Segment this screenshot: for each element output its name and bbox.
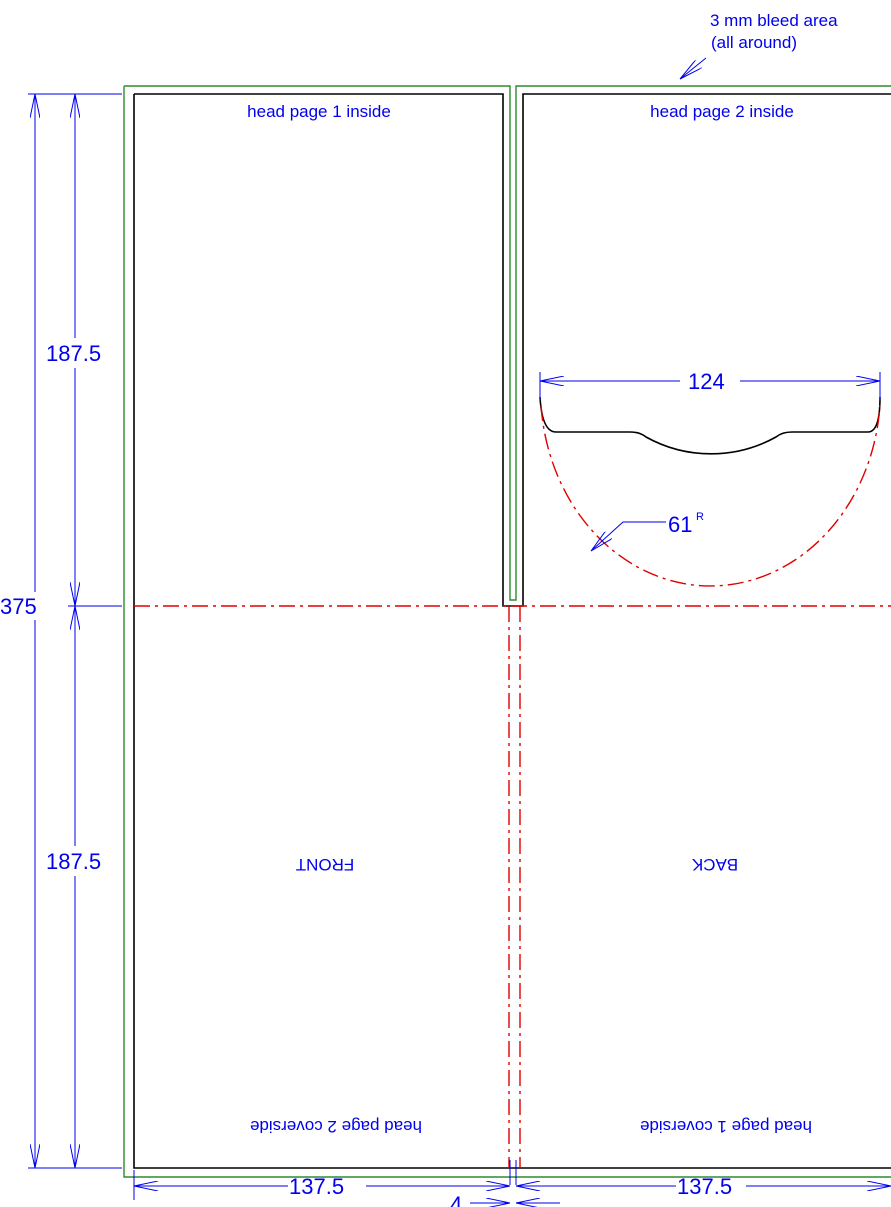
head-page-2-inside-label: head page 2 inside [650, 102, 794, 121]
dim-width-right: 137.5 [677, 1174, 732, 1199]
dim-cutout-width: 124 [688, 369, 725, 394]
head-page-1-inside-label: head page 1 inside [247, 102, 391, 121]
dim-height-lower: 187.5 [46, 849, 101, 874]
pocket-radius-arc [540, 404, 881, 587]
dim-cutout-radius: 61 [668, 512, 692, 537]
dim-cutout-radius-suffix: R [696, 511, 704, 523]
head-page-1-coverside-label: head page 1 coverside [640, 1117, 812, 1136]
dim-cutout-radius-leader [591, 521, 666, 551]
dim-spine: 4 [450, 1192, 462, 1207]
dim-height-upper: 187.5 [46, 341, 101, 366]
head-page-2-coverside-label: head page 2 coverside [250, 1117, 422, 1136]
front-panel-label: FRONT [296, 855, 355, 874]
pocket-cutout-outline [539, 396, 881, 455]
bleed-leader-arrow [680, 57, 707, 79]
dim-width-left: 137.5 [289, 1174, 344, 1199]
back-panel-label: BACK [691, 855, 738, 874]
trim-outline [133, 93, 891, 1169]
dim-height-total: 375 [0, 594, 37, 619]
bleed-note-line1: 3 mm bleed area [710, 11, 838, 30]
bleed-outline [123, 85, 891, 1178]
bleed-note-line2: (all around) [711, 33, 797, 52]
